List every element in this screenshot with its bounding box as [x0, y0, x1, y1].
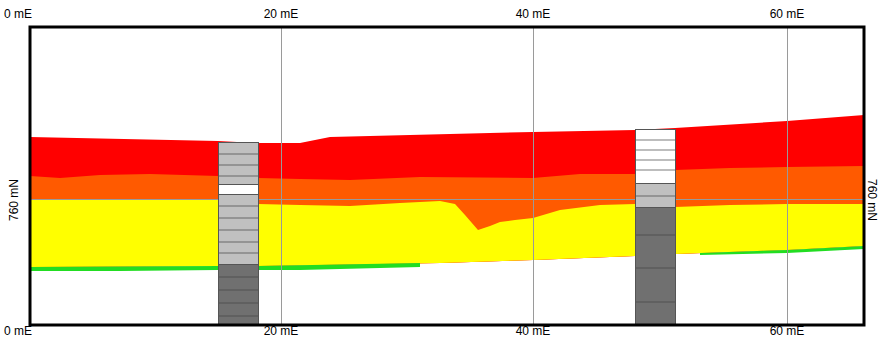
northing-label: 760 mN	[866, 179, 878, 221]
yellow-layer	[30, 199, 864, 267]
easting-label: 60 mE	[770, 8, 805, 20]
frame	[30, 27, 864, 325]
easting-label: 20 mE	[264, 325, 299, 337]
easting-label: 20 mE	[264, 8, 299, 20]
borehole	[219, 143, 259, 326]
easting-label: 60 mE	[770, 325, 805, 337]
easting-label: 0 mE	[4, 8, 32, 20]
easting-label: 40 mE	[516, 8, 551, 20]
green-layer	[700, 246, 864, 255]
orange-layer	[30, 166, 864, 267]
easting-label: 40 mE	[516, 325, 551, 337]
easting-label: 0 mE	[4, 325, 32, 337]
grid-lines	[30, 27, 864, 325]
red-layer	[30, 115, 864, 267]
borehole	[636, 130, 676, 326]
northing-label: 760 mN	[8, 179, 20, 221]
